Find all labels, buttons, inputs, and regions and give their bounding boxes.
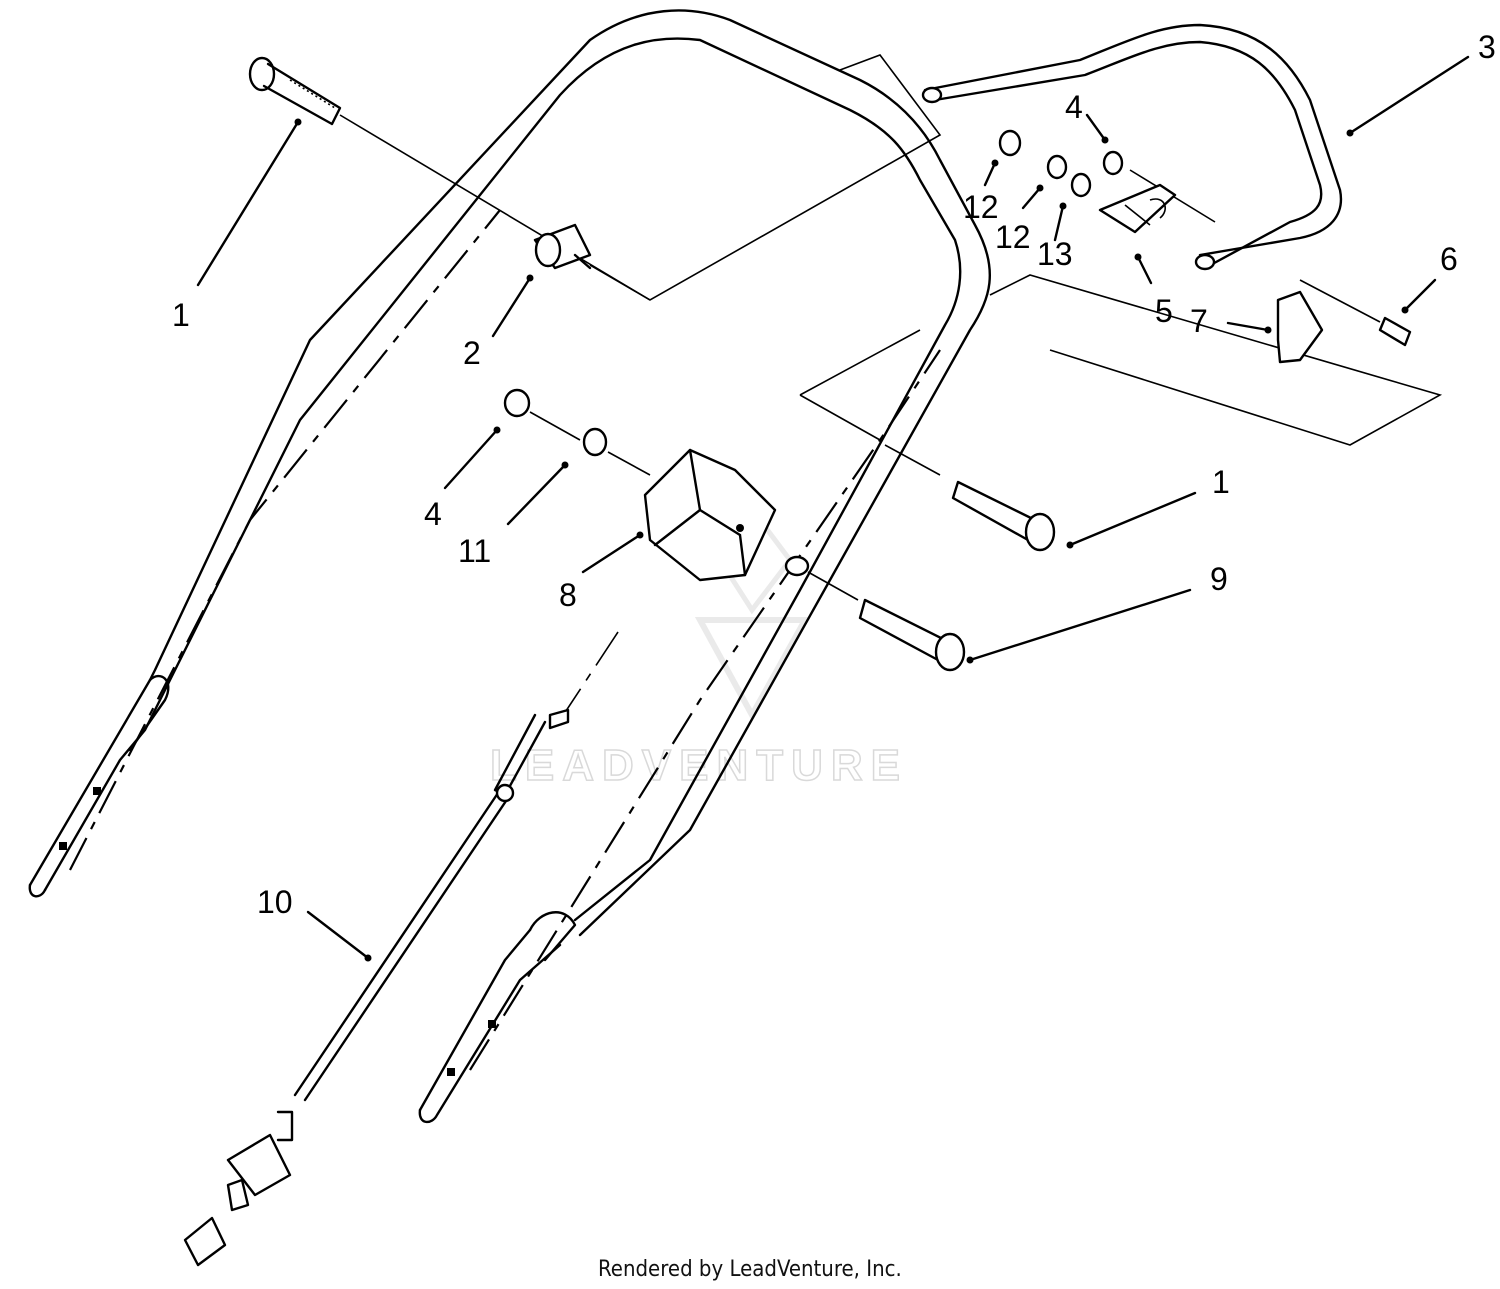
part-1-bolt-right	[884, 444, 1056, 552]
part-3-bracket	[921, 23, 1343, 271]
part-9-bolt	[784, 555, 966, 672]
part-1-bolt-left	[248, 56, 651, 301]
callout-9: 9	[1210, 561, 1228, 597]
callout-5: 5	[1155, 293, 1173, 329]
callout-1-right: 1	[1212, 464, 1230, 500]
part-8-guide-block	[643, 448, 777, 582]
part-10-cable	[183, 631, 619, 1267]
part-11-washer	[582, 427, 651, 476]
callout-1-left: 1	[172, 297, 190, 333]
callout-13: 13	[1037, 236, 1073, 272]
callout-6: 6	[1440, 241, 1458, 277]
callout-7: 7	[1190, 303, 1208, 339]
plate-outlines	[589, 54, 1443, 446]
part-5-latch	[1098, 183, 1177, 234]
part-6-screw	[1299, 279, 1412, 347]
callout-4-top: 4	[1065, 89, 1083, 125]
callout-10: 10	[257, 884, 293, 920]
callout-11: 11	[458, 533, 491, 569]
watermark-text: LEADVENTURE	[490, 741, 908, 790]
callout-8: 8	[559, 577, 577, 613]
callout-2: 2	[463, 335, 481, 371]
part-4-nut-mid	[503, 388, 581, 441]
part-2-spacer	[533, 223, 592, 270]
callout-4-mid: 4	[424, 496, 442, 532]
callout-12-a: 12	[963, 189, 999, 225]
part-7-clip	[1276, 290, 1324, 364]
upper-handle	[28, 9, 991, 1124]
footer-credit: Rendered by LeadVenture, Inc.	[598, 1257, 902, 1282]
small-hardware-top	[998, 129, 1216, 223]
callout-3: 3	[1478, 29, 1496, 65]
callout-12-b: 12	[995, 219, 1031, 255]
leader-lines	[196, 55, 1470, 962]
